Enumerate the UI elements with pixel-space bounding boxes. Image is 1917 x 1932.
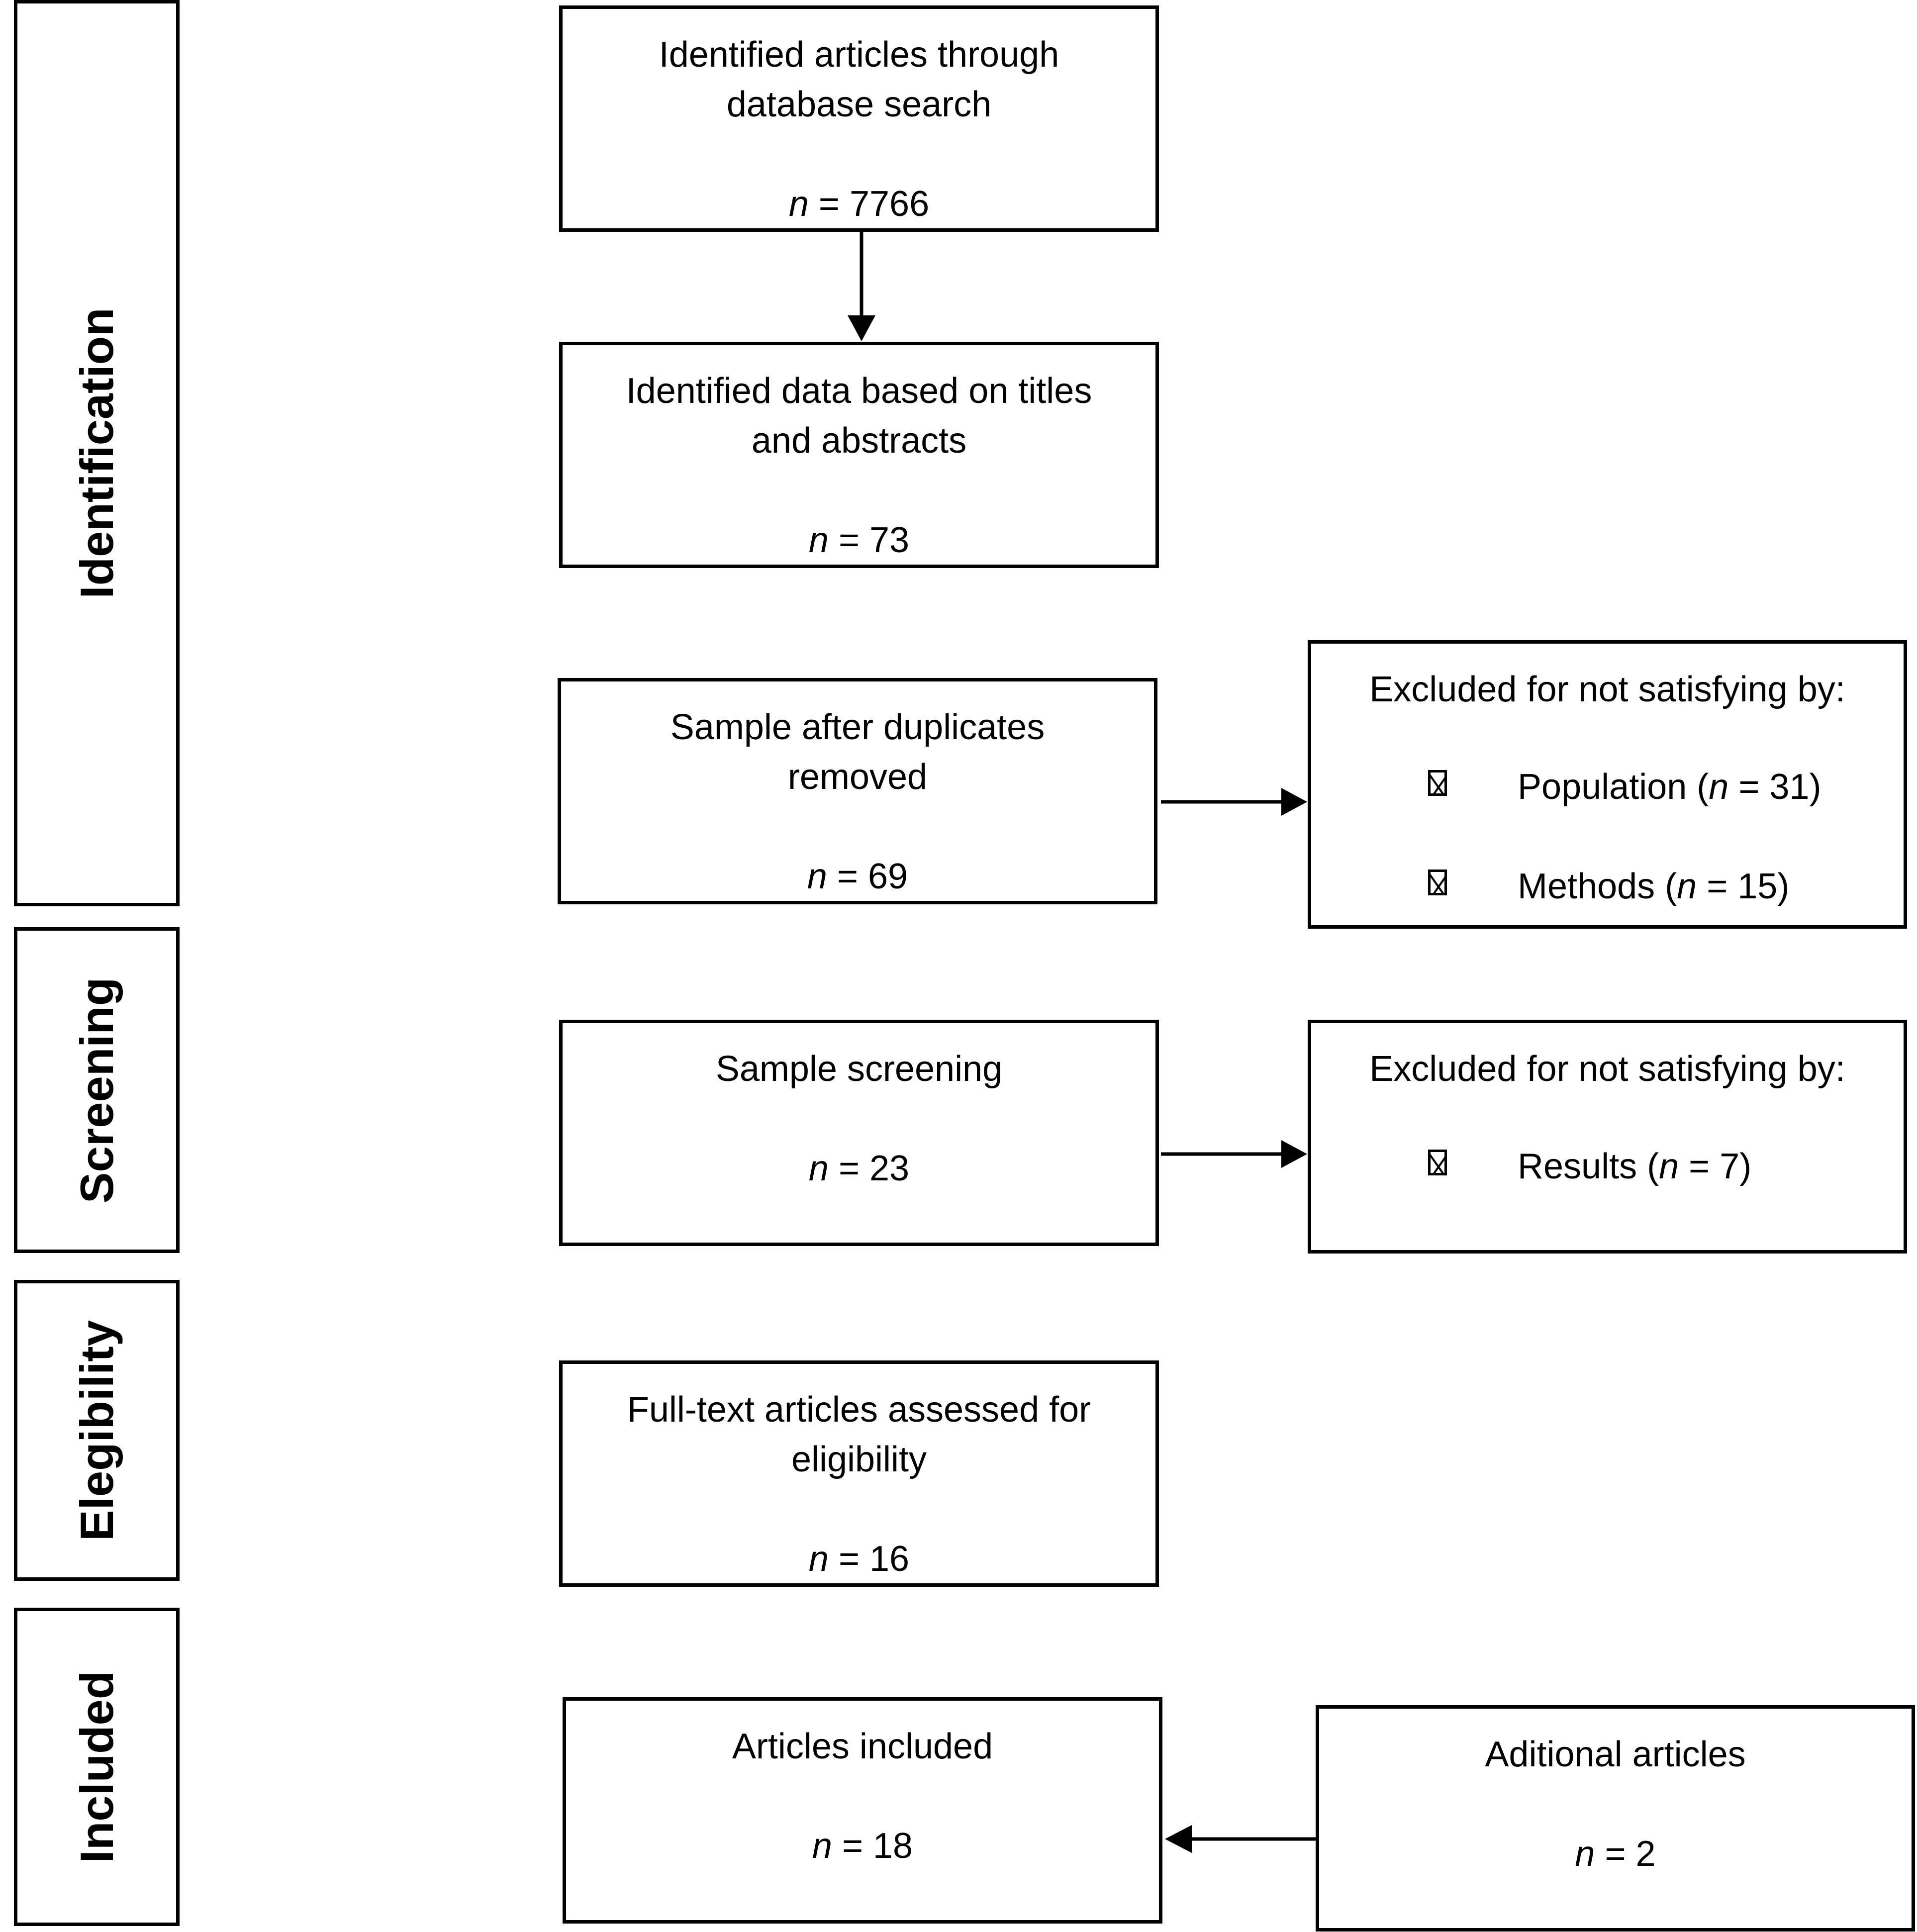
checkbox-cross-icon	[1428, 869, 1447, 895]
stage-eligibility: Elegibility	[14, 1280, 180, 1581]
box-count: n = 23	[808, 1149, 910, 1188]
box-duplicates-removed: Sample after duplicates removed n = 69	[558, 678, 1157, 904]
box-count: n = 18	[812, 1826, 913, 1866]
box-count: n = 69	[807, 857, 908, 896]
box-title: Articles included	[732, 1727, 993, 1766]
checkbox-cross-icon	[1428, 770, 1447, 796]
box-exclusion-second: Excluded for not satisfying by: Results …	[1308, 1020, 1907, 1254]
arrow-screening-to-exclusion	[1161, 1140, 1307, 1168]
box-title: Sample after duplicates removed	[670, 707, 1045, 797]
box-title: Full-text articles assessed for eligibil…	[627, 1390, 1091, 1479]
box-count: n = 2	[1575, 1834, 1656, 1874]
box-sample-screening: Sample screening n = 23	[559, 1020, 1159, 1246]
checkbox-cross-icon	[1428, 1150, 1447, 1175]
box-titles-abstracts: Identified data based on titles and abst…	[559, 342, 1159, 568]
box-database-search: Identified articles through database sea…	[559, 5, 1159, 232]
box-count: n = 16	[808, 1539, 910, 1579]
stage-screening: Screening	[14, 927, 180, 1253]
stage-included: Included	[14, 1608, 180, 1926]
exclusion-item-text: Population (n = 31)	[1518, 767, 1821, 807]
box-title: Identified data based on titles and abst…	[626, 371, 1092, 461]
box-title: Sample screening	[715, 1049, 1003, 1089]
exclusion-item-text: Methods (n = 15)	[1518, 867, 1790, 906]
box-title: Aditional articles	[1485, 1735, 1746, 1774]
box-title: Identified articles through database sea…	[659, 35, 1059, 124]
arrow-duplicates-to-exclusion	[1161, 788, 1307, 816]
box-articles-included: Articles included n = 18	[563, 1697, 1162, 1924]
box-count: n = 73	[808, 520, 910, 560]
arrow-search-to-titles	[848, 232, 875, 341]
box-count: n = 7766	[788, 184, 930, 224]
box-exclusion-first: Excluded for not satisfying by: Populati…	[1308, 640, 1907, 929]
box-additional-articles: Aditional articles n = 2	[1316, 1705, 1915, 1932]
stage-identification: Identification	[14, 0, 180, 906]
exclusion-title: Excluded for not satisfying by:	[1369, 670, 1845, 709]
exclusion-title: Excluded for not satisfying by:	[1369, 1049, 1845, 1089]
arrow-additional-to-included	[1165, 1825, 1316, 1853]
box-full-text: Full-text articles assessed for eligibil…	[559, 1360, 1159, 1587]
exclusion-item-text: Results (n = 7)	[1518, 1147, 1752, 1186]
